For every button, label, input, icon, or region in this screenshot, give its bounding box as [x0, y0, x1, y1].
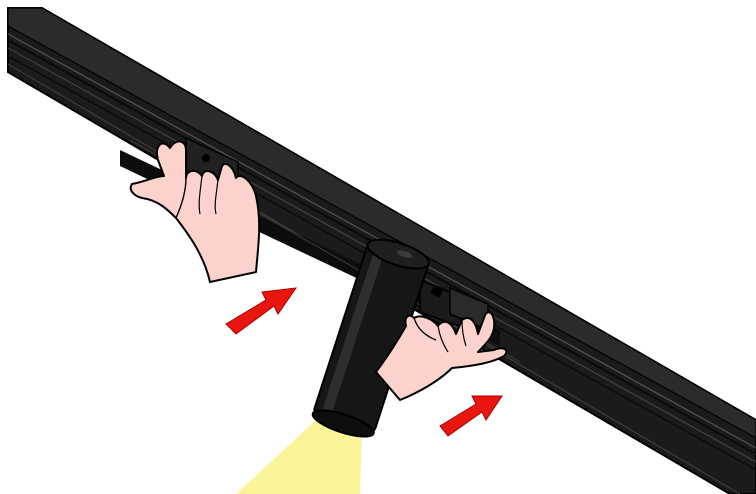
push-arrow-left	[226, 288, 296, 334]
push-arrow-right	[440, 396, 502, 436]
